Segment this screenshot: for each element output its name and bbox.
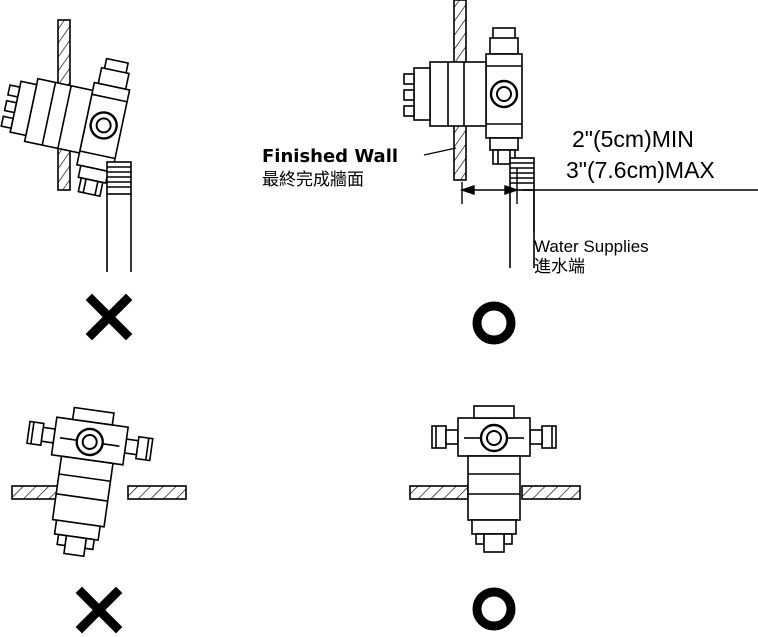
water-supplies-label: Water Supplies — [534, 237, 649, 256]
cross-mark — [75, 586, 123, 634]
dimension-arrow — [459, 168, 758, 232]
wall-leader-line — [423, 147, 457, 156]
panel-top-correct — [409, 404, 581, 631]
panel-top-incorrect — [11, 400, 187, 634]
finished-wall-label-zh: 最終完成牆面 — [262, 170, 364, 190]
panel-side-correct — [402, 0, 758, 345]
valve-upright — [430, 404, 558, 554]
wall-section-left — [409, 485, 469, 500]
wall-section-right — [127, 485, 187, 500]
water-supplies-label-zh: 進水端 — [534, 257, 585, 277]
panel-side-incorrect — [0, 19, 137, 341]
supply-pipe — [509, 157, 535, 269]
circle-mark — [472, 301, 516, 345]
circle-mark — [472, 587, 516, 631]
finished-wall-label: Finished Wall — [262, 146, 399, 167]
valve-tilted — [11, 400, 157, 565]
cross-mark — [85, 293, 133, 341]
dimension-max-label: 3"(7.6cm)MAX — [566, 157, 715, 183]
dimension-min-label: 2"(5cm)MIN — [572, 126, 694, 152]
supply-pipe — [106, 161, 132, 273]
wall-section-right — [521, 485, 581, 500]
